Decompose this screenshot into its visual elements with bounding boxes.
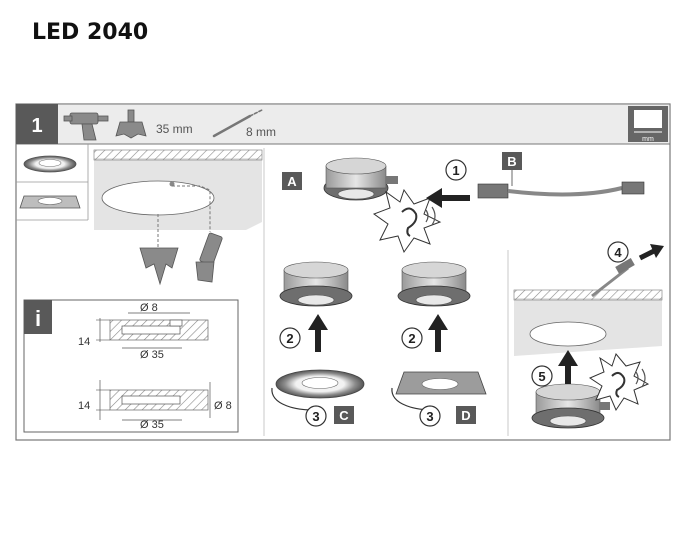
led-module-a	[323, 157, 398, 201]
round-ring-c	[271, 369, 365, 411]
svg-text:D: D	[461, 408, 470, 423]
click-sound-burst	[372, 188, 442, 254]
svg-text:3: 3	[312, 409, 319, 424]
badge-a	[282, 172, 302, 190]
svg-text:C: C	[339, 408, 349, 423]
step-number-box	[16, 104, 58, 144]
badge-d	[456, 406, 476, 424]
svg-text:1: 1	[452, 163, 459, 178]
svg-text:B: B	[507, 154, 516, 169]
step-1-circle	[445, 159, 467, 181]
drill-bit-size: 8 mm	[246, 125, 276, 139]
hole-saw-icon	[139, 247, 179, 286]
svg-text:mm: mm	[642, 136, 654, 143]
svg-text:Ø 8: Ø 8	[140, 302, 158, 314]
info-icon	[24, 300, 52, 334]
svg-text:2: 2	[408, 331, 415, 346]
hole-saw-icon	[115, 109, 147, 139]
up-arrow-left	[308, 314, 328, 330]
badge-b	[502, 152, 522, 170]
svg-text:i: i	[35, 306, 41, 331]
svg-text:4: 4	[614, 245, 622, 260]
svg-text:Ø 35: Ø 35	[140, 419, 164, 431]
ear-icon	[611, 372, 626, 398]
up-arrow-right	[428, 314, 448, 330]
led-module-inserting	[531, 383, 610, 429]
drill-icon	[195, 232, 223, 283]
round-fixture-thumbnail	[23, 155, 77, 173]
ceiling-drilling-panel	[93, 149, 263, 286]
step-number: 1	[31, 115, 42, 137]
svg-text:Ø 35: Ø 35	[140, 349, 164, 361]
hole-saw-size: 35 mm	[156, 122, 193, 136]
header-strip	[15, 103, 671, 145]
cable-b	[477, 170, 645, 199]
drill-bit-icon	[212, 109, 263, 138]
ear-icon	[401, 207, 418, 237]
step-4-circle	[607, 241, 629, 263]
info-box: i Ø 8 14 Ø 35 14 Ø 35 Ø 8	[23, 299, 239, 433]
connect-arrow	[426, 188, 442, 208]
step-3a-circle	[305, 405, 327, 427]
page-title: LED 2040	[32, 20, 149, 45]
svg-text:14: 14	[78, 336, 90, 348]
svg-text:5: 5	[538, 369, 545, 384]
step-2a-circle	[279, 327, 301, 349]
step-5-circle	[531, 365, 553, 387]
svg-text:Ø 8: Ø 8	[214, 400, 232, 412]
svg-text:2: 2	[286, 331, 293, 346]
insert-arrow	[558, 350, 578, 366]
step-3b-circle	[419, 405, 441, 427]
click-sound-burst-2	[588, 352, 650, 412]
square-fixture-thumbnail	[19, 195, 81, 209]
drill-icon	[63, 112, 109, 141]
led-module-left	[279, 261, 353, 307]
led-module-right	[397, 261, 471, 307]
step-2b-circle	[401, 327, 423, 349]
svg-text:3: 3	[426, 409, 433, 424]
ruler-mm-icon: mm	[628, 106, 668, 143]
badge-c	[334, 406, 354, 424]
pull-arrow	[650, 244, 664, 258]
ceiling-install-panel	[513, 258, 663, 356]
svg-text:A: A	[287, 174, 297, 189]
svg-text:14: 14	[78, 400, 90, 412]
